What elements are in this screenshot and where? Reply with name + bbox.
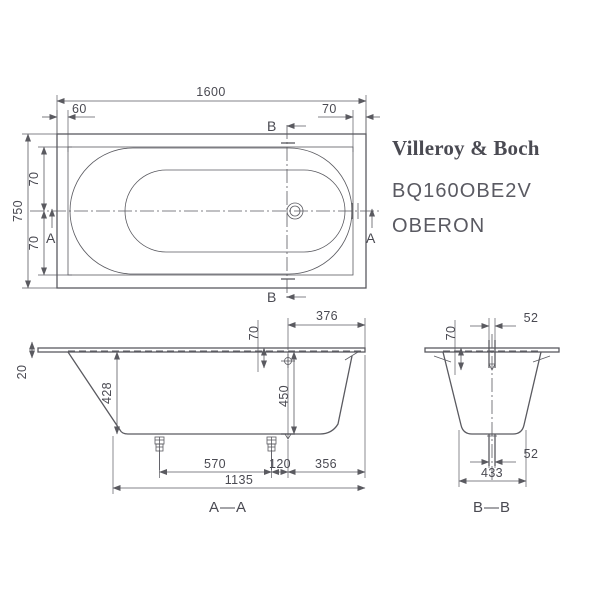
section-label-b-top: B [267, 118, 277, 134]
drain-hole-outer [286, 202, 304, 220]
section-a-a: 20 428 450 70 376 570 [15, 309, 366, 516]
bb-tub-profile [442, 351, 542, 435]
dimtext-52-bottom: 52 [524, 447, 539, 461]
section-title-aa: A—A [209, 499, 247, 516]
section-label-a-right: A [366, 230, 376, 246]
aa-inner-face-right [344, 351, 359, 361]
dimtext-433: 433 [481, 466, 503, 480]
bb-break-right [532, 355, 551, 363]
aa-tub-profile [67, 351, 353, 435]
drain-hole-inner [289, 205, 301, 217]
bb-overflow-arrow [488, 363, 496, 371]
plan-view: 1600 60 70 750 70 70 [11, 85, 380, 305]
dimtext-20: 20 [15, 365, 29, 380]
dimtext-1600: 1600 [196, 85, 225, 99]
dimtext-356: 356 [315, 457, 337, 471]
manufacturer-name: Villeroy & Boch [392, 136, 540, 160]
section-label-b-bottom: B [267, 289, 277, 305]
dimtext-1135: 1135 [225, 473, 253, 487]
section-b-b: 70 52 52 433 B—B [424, 311, 560, 516]
model-code: BQ160OBE2V [392, 180, 532, 202]
dimtext-70-upper: 70 [27, 172, 41, 187]
dimtext-570: 570 [204, 457, 226, 471]
dimtext-428: 428 [100, 382, 114, 404]
dimtext-60: 60 [72, 102, 87, 116]
section-label-a-left: A [46, 230, 56, 246]
dimtext-120: 120 [269, 457, 291, 471]
model-name: OBERON [392, 215, 486, 237]
dimtext-450: 450 [277, 385, 291, 407]
dimtext-52-top: 52 [524, 311, 539, 325]
bb-break-left [433, 355, 452, 363]
dimtext-70-right: 70 [322, 102, 337, 116]
section-title-bb: B—B [473, 499, 511, 516]
dimtext-70-aa: 70 [247, 326, 261, 341]
dimtext-750: 750 [11, 200, 25, 222]
dimtext-376: 376 [316, 309, 338, 323]
dimtext-70-lower: 70 [27, 236, 41, 251]
plan-rim-line [67, 146, 354, 276]
dimtext-70-bb: 70 [444, 326, 458, 341]
